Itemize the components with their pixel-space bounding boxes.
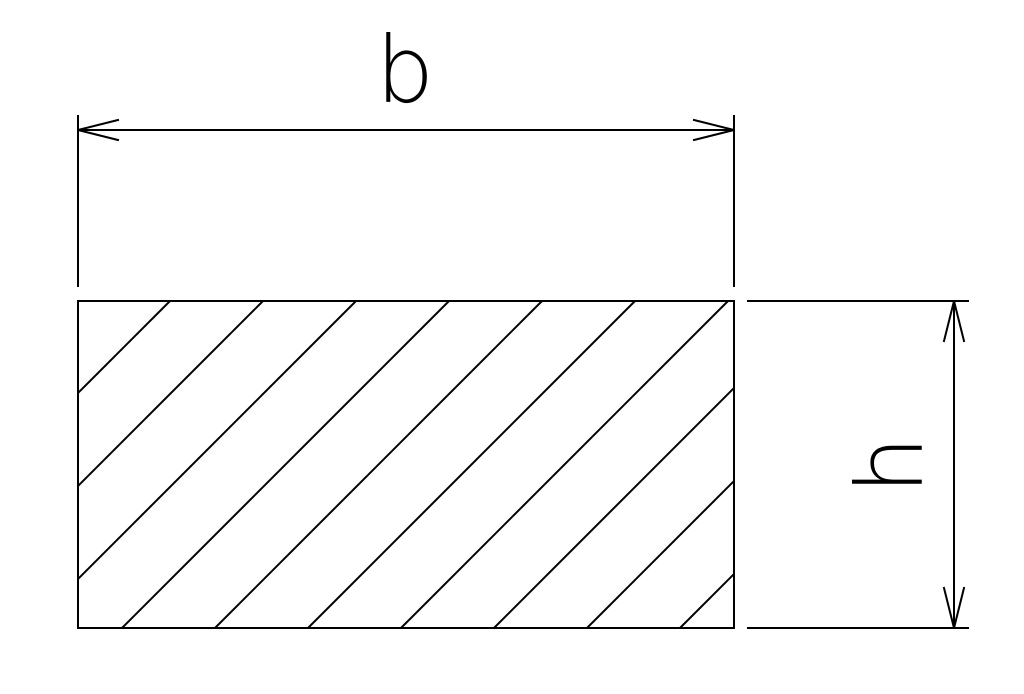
- hatch-line: [586, 479, 734, 628]
- hatch-line: [214, 301, 543, 628]
- hatch-line: [78, 301, 171, 395]
- hatch-line: [400, 301, 729, 628]
- hatch-line: [78, 301, 357, 581]
- height-label: h: [837, 436, 944, 494]
- height-arrowhead-top: [942, 300, 966, 343]
- width-label: b: [376, 17, 434, 124]
- width-arrowhead-left: [77, 118, 120, 142]
- hatch-line: [307, 301, 636, 628]
- hatch-line: [78, 301, 264, 488]
- section-hatching: [78, 301, 734, 628]
- height-arrowhead-bottom: [942, 586, 966, 629]
- cross-section-rectangle: [77, 300, 735, 629]
- width-dimension: b: [77, 17, 735, 287]
- hatch-line: [493, 386, 734, 628]
- width-arrowhead-right: [692, 118, 735, 142]
- height-dimension: h: [747, 300, 969, 629]
- hatch-line: [121, 301, 450, 628]
